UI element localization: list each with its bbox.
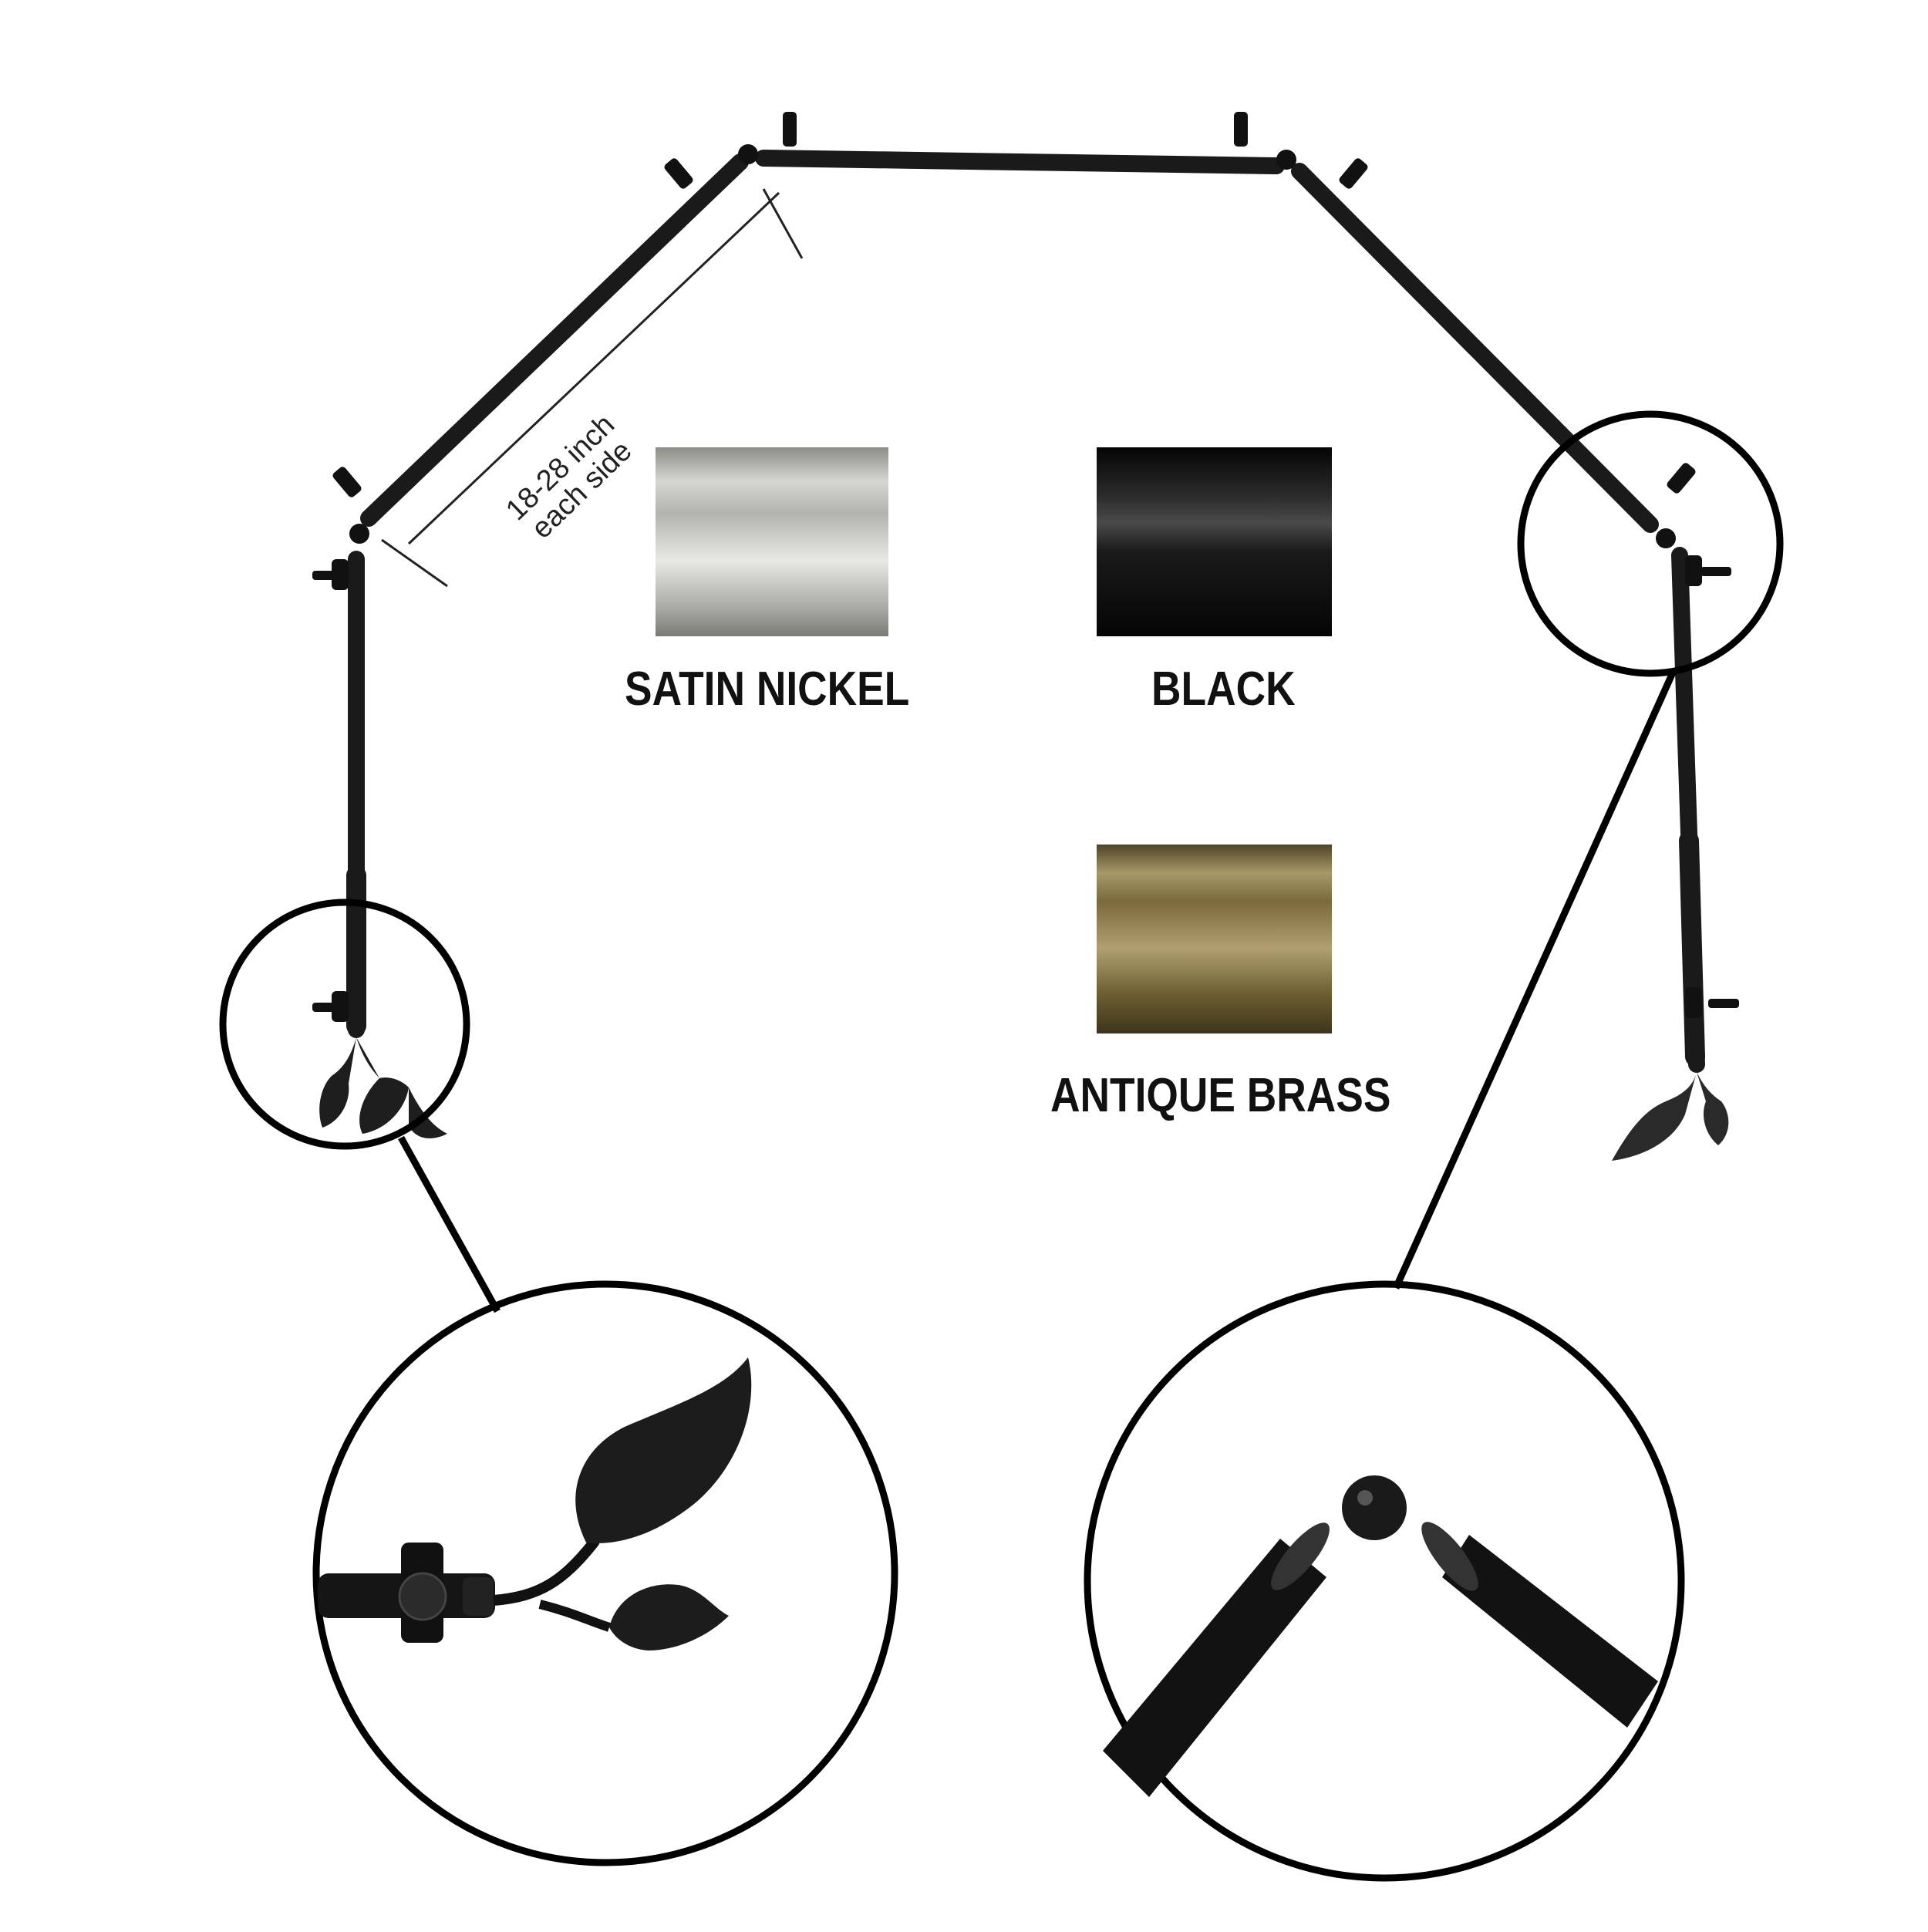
rod-left-diagonal — [360, 153, 749, 527]
corner-joints — [349, 144, 1676, 548]
finial-detail — [318, 1357, 752, 1650]
magnifier-small-left — [219, 899, 470, 1150]
dimension-label: 18-28 inch each side — [500, 409, 638, 545]
magnifier-large-left — [312, 1280, 898, 1866]
leaf-finial-left — [319, 1037, 447, 1138]
leaf-finial-right — [1612, 1072, 1729, 1161]
finish-label-black: BLACK — [1151, 663, 1296, 716]
rod-right-diagonal — [1291, 163, 1659, 533]
finish-label-satin-nickel: SATIN NICKEL — [625, 663, 910, 716]
dimension-indicator — [381, 188, 804, 588]
corner-joint-detail — [1103, 1475, 1658, 1797]
brackets — [312, 112, 1739, 1022]
magnifier-callouts — [219, 410, 1784, 1882]
curtain-rod — [346, 150, 1705, 1073]
swatch-satin-nickel — [656, 447, 888, 636]
finish-label-antique-brass: ANTIQUE BRASS — [1050, 1069, 1391, 1122]
swatch-black — [1097, 447, 1332, 636]
magnifier-small-right — [1517, 410, 1784, 677]
rod-top-horizontal — [755, 150, 1285, 174]
magnifier-large-right — [1084, 1280, 1685, 1882]
swatch-antique-brass — [1097, 845, 1332, 1033]
